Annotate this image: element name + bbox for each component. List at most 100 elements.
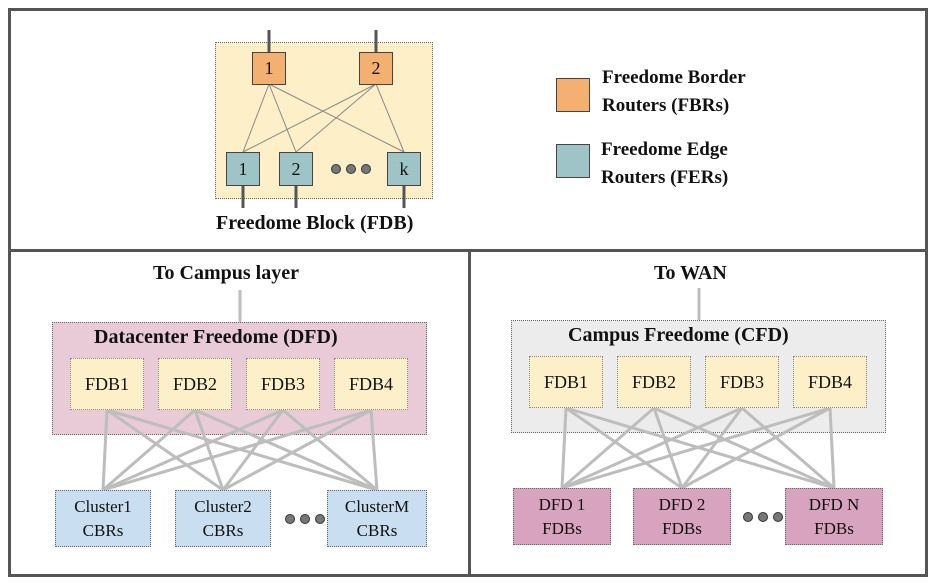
cfd-fdb-3: FDB3 — [705, 356, 779, 408]
cluster-m-line2: CBRs — [356, 520, 398, 540]
dfd-2-fdbs: DFD 2 FDBs — [633, 488, 731, 545]
cfd-link — [653, 406, 835, 490]
cfd-link — [561, 406, 831, 490]
cfd-link — [741, 406, 835, 490]
ellipsis-dot — [773, 512, 783, 522]
cfd-fdb-2-label: FDB2 — [631, 371, 676, 392]
cfd-link — [680, 407, 744, 489]
dfd-mesh-links — [101, 408, 379, 492]
ellipsis-dot — [758, 512, 768, 522]
cfd-uplink-label: To WAN — [654, 262, 727, 284]
dfd-fdb-3: FDB3 — [246, 358, 320, 410]
legend-fer-line2: Routers (FERs) — [601, 167, 729, 188]
fdb-internal-links — [242, 83, 405, 153]
dfd-n-line2: FDBs — [814, 518, 854, 538]
fbr-2: 2 — [359, 52, 393, 85]
dfd-link — [101, 409, 109, 491]
fer-1-label: 1 — [238, 158, 248, 179]
dfd-title: Datacenter Freedome (DFD) — [94, 326, 338, 348]
dfd-link — [102, 408, 196, 492]
legend-fer-swatch — [556, 144, 590, 178]
dfd-link — [194, 408, 378, 492]
ellipsis-dot — [361, 164, 371, 174]
fbr-1-label: 1 — [264, 58, 274, 78]
fer-k: k — [387, 152, 421, 186]
dfd-fdb-2-label: FDB2 — [172, 373, 217, 394]
dfd-2-line1: DFD 2 — [658, 494, 706, 514]
cluster-m-line1: ClusterM — [344, 496, 410, 516]
dfd-fdb-4: FDB4 — [334, 358, 408, 410]
cfd-fdb-2: FDB2 — [617, 356, 691, 408]
legend-fbr-line2: Routers (FBRs) — [602, 95, 730, 116]
legend-fbr-line1: Freedome Border — [602, 67, 746, 88]
fer-ellipsis — [331, 164, 371, 174]
legend-fer-label: Freedome Edge Routers (FERs) — [601, 136, 728, 192]
cluster-1-cbrs: Cluster1 CBRs — [55, 490, 151, 547]
cfd-link — [561, 406, 655, 490]
fbr-2-label: 2 — [371, 58, 381, 78]
legend-fbr-swatch — [556, 78, 590, 112]
ellipsis-dot — [331, 164, 341, 174]
cfd-link — [561, 406, 743, 490]
ellipsis-dot — [315, 514, 325, 524]
cfd-link — [828, 407, 836, 489]
ellipsis-dot — [300, 514, 310, 524]
dfd-fdb-1-label: FDB1 — [84, 373, 129, 394]
dfd-n-line1: DFD N — [808, 494, 860, 514]
dfd-fdb-1: FDB1 — [70, 358, 144, 410]
cluster-1-line2: CBRs — [82, 520, 124, 540]
cluster-2-line2: CBRs — [202, 520, 244, 540]
dfd-link — [369, 409, 379, 491]
cfd-fdb-1: FDB1 — [529, 356, 603, 408]
ellipsis-dot — [285, 514, 295, 524]
cluster-2-line1: Cluster2 — [194, 496, 252, 516]
dfd-uplink-label: To Campus layer — [153, 262, 299, 284]
cfd-title: Campus Freedome (CFD) — [568, 324, 789, 346]
fdb-stubs — [241, 30, 406, 208]
link-fbr2-fer2 — [295, 83, 377, 153]
cfd-fdb-4: FDB4 — [793, 356, 867, 408]
dfd-1-fdbs: DFD 1 FDBs — [513, 488, 611, 545]
cfd-link — [560, 407, 568, 489]
fbr-1: 1 — [252, 52, 286, 85]
legend-fbr-label: Freedome Border Routers (FBRs) — [602, 64, 746, 120]
dfd-n-fdbs: DFD N FDBs — [785, 488, 883, 545]
link-fbr1-fer2 — [268, 83, 297, 153]
dfd-fdb-2: FDB2 — [158, 358, 232, 410]
dfd-1-line1: DFD 1 — [538, 494, 586, 514]
cfd-link — [565, 406, 683, 490]
cluster-2-cbrs: Cluster2 CBRs — [175, 490, 271, 547]
dfd-link — [221, 409, 285, 491]
cfd-fdb-3-label: FDB3 — [719, 371, 764, 392]
fdb-caption: Freedome Block (FDB) — [216, 212, 414, 234]
dfd-link — [106, 408, 224, 492]
dfd-link — [102, 408, 372, 492]
dfd-2-line2: FDBs — [662, 518, 702, 538]
link-fbr1-fer1 — [242, 83, 270, 153]
cfd-mesh-links — [560, 406, 836, 490]
cfd-fdb-4-label: FDB4 — [807, 371, 852, 392]
cfd-fdb-1-label: FDB1 — [543, 371, 588, 392]
legend-fer-line1: Freedome Edge — [601, 139, 728, 160]
fer-2: 2 — [279, 152, 313, 186]
dfd-link — [282, 408, 378, 492]
ellipsis-dot — [743, 512, 753, 522]
cfd-link — [652, 407, 684, 489]
dfd-link — [222, 408, 372, 492]
fer-2-label: 2 — [291, 158, 301, 179]
dfd-link — [193, 409, 225, 491]
fer-k-label: k — [399, 158, 409, 179]
fer-1: 1 — [226, 152, 260, 186]
cluster-1-line1: Cluster1 — [74, 496, 132, 516]
cfd-link — [681, 406, 831, 490]
ellipsis-dot — [346, 164, 356, 174]
top-panel — [8, 8, 928, 252]
cluster-m-cbrs: ClusterM CBRs — [327, 490, 427, 547]
dfd-fdb-3-label: FDB3 — [260, 373, 305, 394]
dfd-ellipsis — [743, 512, 783, 522]
link-fbr2-fer1 — [242, 83, 377, 153]
dfd-link — [102, 408, 284, 492]
link-fbr2-ferk — [375, 83, 405, 153]
